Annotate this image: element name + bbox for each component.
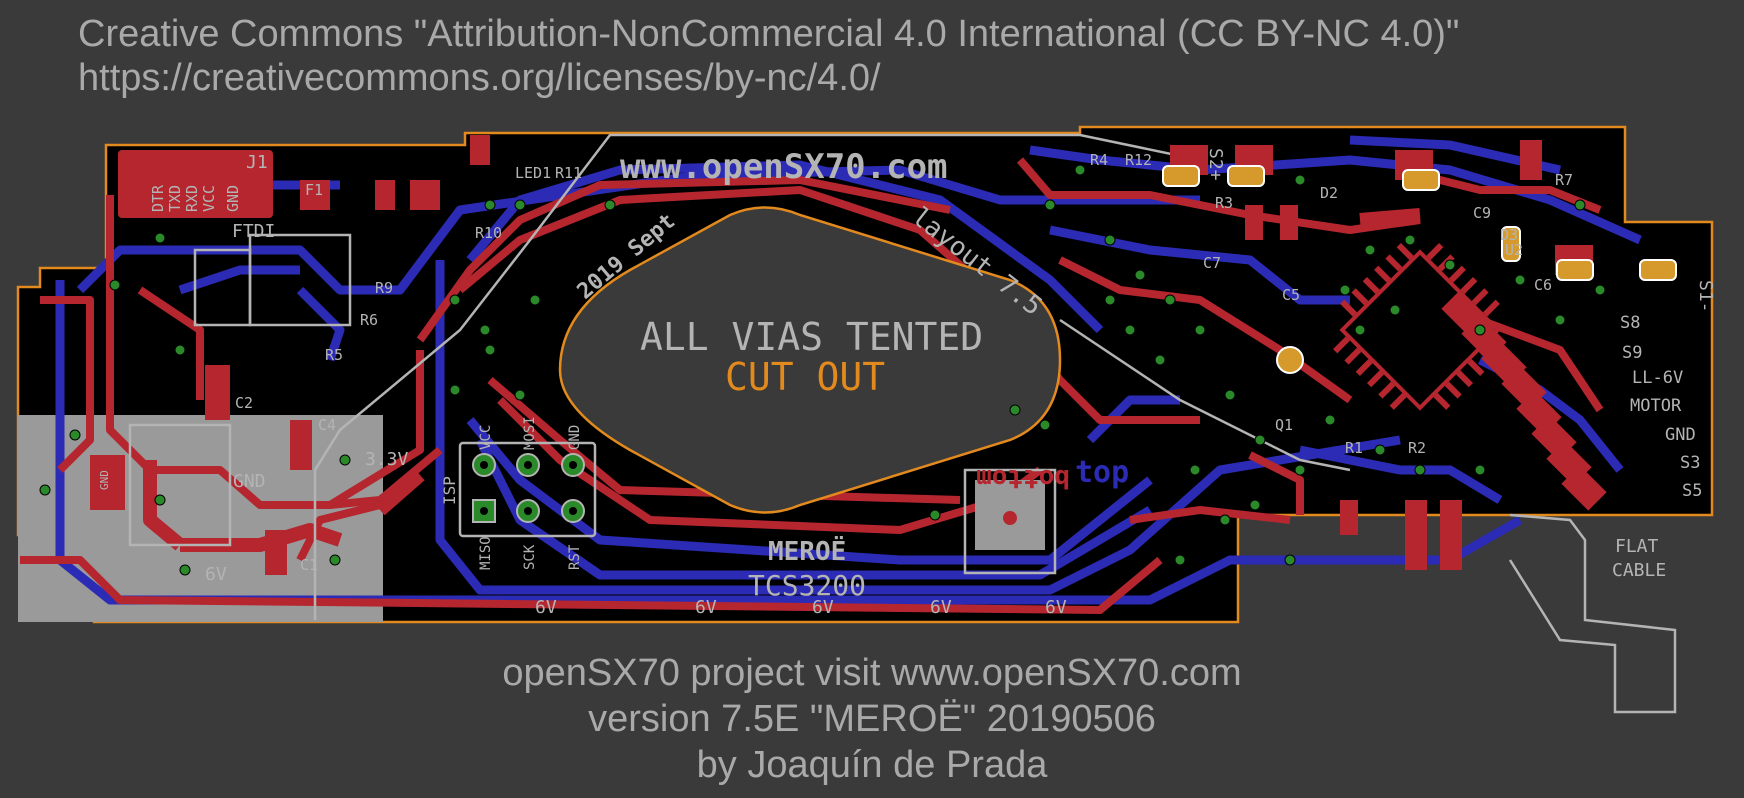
refdes-label: F1	[305, 181, 323, 199]
refdes-label: U2	[1505, 241, 1523, 259]
website-silk: www.openSX70.com	[620, 147, 948, 187]
ftdi-label: FTDI	[232, 221, 275, 242]
isp-pin-labels: VCC MOSI GND MISO SCK RST	[478, 416, 583, 570]
gnd-label: GND	[233, 471, 266, 492]
refdes-label: R4	[1090, 151, 1108, 169]
cutout-region	[558, 206, 1062, 514]
connector-label: S9	[1622, 343, 1642, 363]
refdes-label: C5	[1282, 286, 1300, 304]
license-title: Creative Commons "Attribution-NonCommerc…	[78, 13, 1460, 55]
bottom-label: bottom	[976, 463, 1070, 493]
refdes-label: R12	[1125, 151, 1152, 169]
footer-line-1: openSX70 project visit www.openSX70.com	[502, 652, 1242, 694]
ftdi-pin-label: GND	[224, 185, 242, 212]
ftdi-pin-label: DTR	[149, 184, 167, 212]
refdes-label: R2	[1408, 439, 1426, 457]
refdes-label: R3	[1215, 194, 1233, 212]
model-label: MEROË	[768, 535, 846, 567]
refdes-label: D2	[1320, 184, 1338, 202]
cutout-label: CUT OUT	[725, 355, 885, 399]
refdes-label: R11	[555, 164, 582, 182]
j1-label: J1	[246, 152, 268, 173]
refdes-label: R6	[360, 311, 378, 329]
refdes-label: R1	[1345, 439, 1363, 457]
connector-label: S3	[1680, 453, 1700, 473]
isp-pin-label: MOSI	[522, 416, 538, 450]
sensor-label: TCS3200	[748, 569, 866, 602]
v33-label: 3.3V	[365, 449, 409, 470]
refdes-label: D3	[1500, 226, 1518, 244]
top-label: top	[1075, 455, 1129, 490]
connector-label: GND	[1665, 425, 1696, 445]
s1-label: S1-	[1695, 280, 1716, 313]
refdes-label: C7	[1203, 254, 1221, 272]
footer-line-3: by Joaquín de Prada	[696, 744, 1048, 786]
refdes-label: R10	[475, 224, 502, 242]
refdes-label: R9	[375, 279, 393, 297]
ftdi-pin-label: TXD	[166, 185, 184, 212]
refdes-label: R5	[325, 346, 343, 364]
silkscreen	[128, 133, 1677, 714]
ground-label: GND	[98, 470, 111, 490]
top-pads	[90, 135, 1607, 575]
v6-label-6: 6V	[205, 564, 227, 585]
refdes-label: C9	[1473, 204, 1491, 222]
connector-label: MOTOR	[1630, 396, 1682, 416]
microcontroller	[1333, 243, 1507, 411]
v6-label-1: 6V	[535, 597, 557, 618]
refdes-labels: LED1 R11 R10 R9 R6 R5 R3 R4 R7 R1 R2 R12…	[235, 151, 1573, 574]
ftdi-pin-label: RXD	[183, 185, 201, 212]
license-url[interactable]: https://creativecommons.org/licenses/by-…	[78, 57, 881, 99]
flat-cable-2: CABLE	[1612, 560, 1666, 581]
refdes-label: C4	[318, 416, 336, 434]
connector-label: LL-6V	[1632, 368, 1683, 388]
v6-label-2: 6V	[695, 597, 717, 618]
ftdi-pin-label: VCC	[200, 185, 218, 212]
isp-label: ISP	[440, 476, 459, 505]
isp-pin-label: MISO	[478, 536, 494, 570]
s2-label: S2+	[1205, 148, 1226, 181]
connector-label: S5	[1682, 481, 1702, 501]
refdes-label: LED1	[515, 164, 551, 182]
v6-label-3: 6V	[812, 597, 834, 618]
connector-label: S8	[1620, 313, 1640, 333]
v6-label-4: 6V	[930, 597, 952, 618]
footer-line-2: version 7.5E "MEROË" 20190506	[588, 698, 1156, 740]
refdes-label: C6	[1534, 276, 1552, 294]
isp-pin-label: VCC	[478, 425, 494, 450]
cutout-pads	[1162, 165, 1677, 374]
refdes-label: Q1	[1275, 416, 1293, 434]
refdes-label: C1	[300, 556, 318, 574]
regulator-pad	[90, 455, 125, 510]
isp-pin-label: SCK	[522, 544, 538, 570]
isp-pin-label: RST	[567, 544, 583, 570]
v6-label-5: 6V	[1045, 597, 1067, 618]
refdes-label: C2	[235, 394, 253, 412]
ftdi-header-pad	[118, 150, 273, 218]
isp-header	[472, 453, 585, 523]
ftdi-pin-labels: DTR TXD RXD VCC GND	[149, 184, 242, 212]
refdes-label: R7	[1555, 171, 1573, 189]
vias	[39, 164, 1606, 576]
connector-labels: LL-6V MOTOR GND S3 S5 S8 S9	[1620, 313, 1702, 501]
sensor-dot	[1003, 511, 1017, 525]
flat-cable-1: FLAT	[1615, 536, 1659, 557]
isp-pin-label: GND	[567, 425, 583, 450]
vias-label: ALL VIAS TENTED	[640, 315, 983, 359]
